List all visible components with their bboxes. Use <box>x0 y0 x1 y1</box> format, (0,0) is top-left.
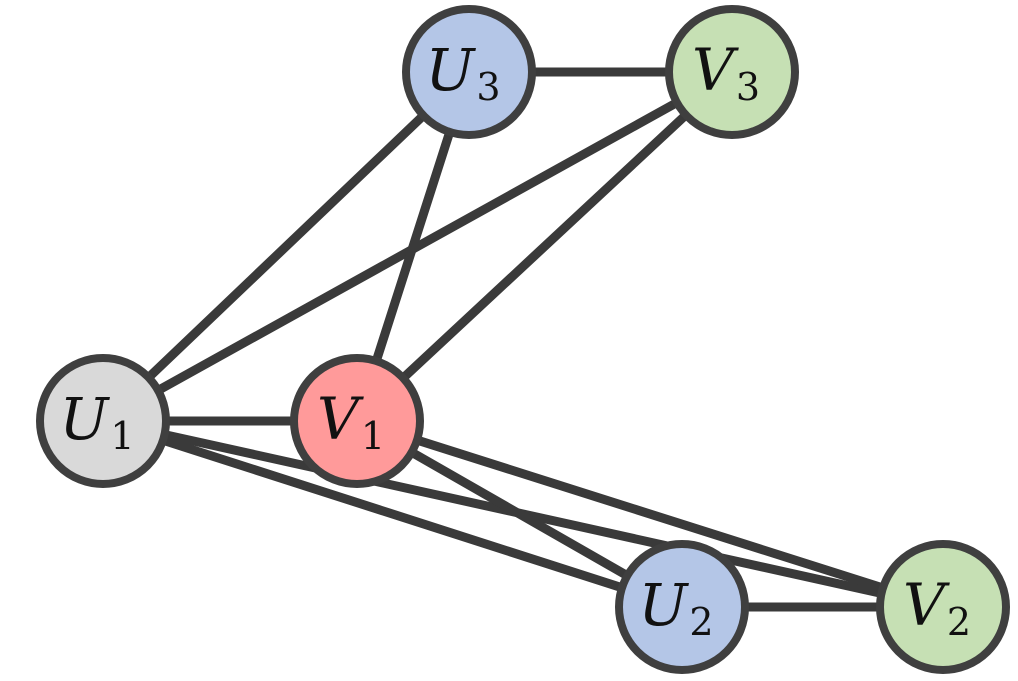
node-circle <box>402 5 536 139</box>
node-circle <box>665 5 799 139</box>
node-circle <box>876 540 1010 674</box>
edge-v1-v3 <box>352 67 737 426</box>
node-label: V1 <box>317 385 385 458</box>
node-circle <box>36 354 170 488</box>
node-label: V3 <box>692 36 760 109</box>
node-u1: U1 <box>36 354 170 488</box>
edge-u1-u3 <box>98 67 474 426</box>
node-u3: U3 <box>402 5 536 139</box>
node-label: U2 <box>638 571 713 644</box>
node-label: V2 <box>903 571 971 644</box>
edges-layer <box>98 67 948 612</box>
edge-v1-v2 <box>352 416 948 612</box>
node-label: U1 <box>59 385 134 458</box>
node-u2: U2 <box>615 540 749 674</box>
edge-u1-u2 <box>98 416 687 612</box>
node-circle <box>290 354 424 488</box>
node-v2: V2 <box>876 540 1010 674</box>
node-circle <box>615 540 749 674</box>
node-v3: V3 <box>665 5 799 139</box>
node-v1: V1 <box>290 354 424 488</box>
node-label: U3 <box>425 36 500 109</box>
